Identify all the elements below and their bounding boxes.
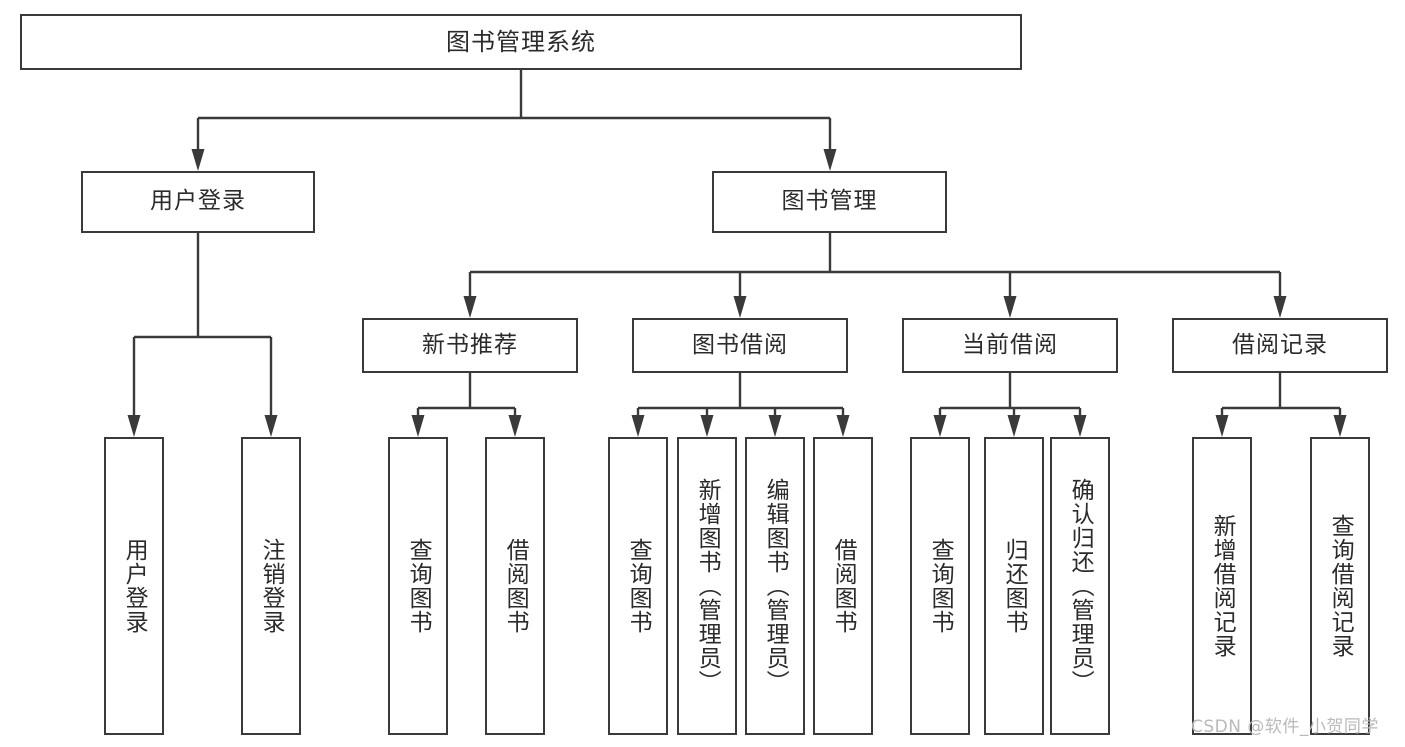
edge-arrowhead [463,296,477,318]
node-label-leaf-query-book-1: 查询图书 [405,538,432,634]
edge-arrowhead [823,149,837,171]
csdn-watermark: CSDN @软件_小贺同学 [1191,717,1379,737]
node-new-book-rec[interactable]: 新书推荐 [362,318,578,373]
node-leaf-query-book-1[interactable]: 查询图书 [388,437,448,735]
node-leaf-query-book-3[interactable]: 查询图书 [910,437,970,735]
edge-arrowhead [1215,415,1229,437]
edge-arrowhead [631,415,645,437]
node-leaf-user-logout[interactable]: 注销登录 [241,437,301,735]
node-label-leaf-edit-book: 编辑图书（管理员） [762,478,789,694]
node-label-leaf-user-logout: 注销登录 [258,538,285,634]
node-leaf-user-login[interactable]: 用户登录 [104,437,164,735]
node-leaf-return-book[interactable]: 归还图书 [984,437,1044,735]
node-user-login[interactable]: 用户登录 [81,171,315,233]
edge-arrowhead [127,415,141,437]
edge-group-new-book-rec [411,373,522,437]
node-label-book-borrow: 图书借阅 [692,331,788,358]
edge-arrowhead [933,415,947,437]
node-leaf-query-book-2[interactable]: 查询图书 [608,437,668,735]
edge-arrowhead [1333,415,1347,437]
node-label-leaf-query-record: 查询借阅记录 [1327,514,1354,658]
node-book-borrow[interactable]: 图书借阅 [632,318,848,373]
node-label-leaf-borrow-book-1: 借阅图书 [502,538,529,634]
node-borrow-record[interactable]: 借阅记录 [1172,318,1388,373]
node-current-borrow[interactable]: 当前借阅 [902,318,1118,373]
edge-group-book-manage [463,233,1287,318]
node-label-root: 图书管理系统 [446,27,596,56]
edge-arrowhead [264,415,278,437]
edge-arrowhead [508,415,522,437]
node-label-leaf-user-login: 用户登录 [121,538,148,634]
edge-arrowhead [1273,296,1287,318]
edge-group-current-borrow [933,373,1087,437]
node-root[interactable]: 图书管理系统 [20,14,1022,70]
node-book-manage[interactable]: 图书管理 [712,171,947,233]
edge-arrowhead [768,415,782,437]
node-leaf-add-record[interactable]: 新增借阅记录 [1192,437,1252,735]
edge-group-user-login [127,233,278,437]
edge-arrowhead [1003,296,1017,318]
edge-arrowhead [733,296,747,318]
edge-arrowhead [411,415,425,437]
node-leaf-add-book[interactable]: 新增图书（管理员） [677,437,737,735]
node-label-book-manage: 图书管理 [781,188,878,215]
node-label-leaf-add-record: 新增借阅记录 [1209,514,1236,658]
edge-group-borrow-record [1215,373,1347,437]
edge-arrowhead [836,415,850,437]
node-leaf-borrow-book-1[interactable]: 借阅图书 [485,437,545,735]
node-label-user-login: 用户登录 [150,188,246,215]
node-label-new-book-rec: 新书推荐 [422,331,518,358]
edge-arrowhead [191,149,205,171]
edge-arrowhead [1007,415,1021,437]
edge-arrowhead [1073,415,1087,437]
node-label-leaf-add-book: 新增图书（管理员） [694,478,721,694]
node-label-leaf-query-book-2: 查询图书 [625,538,652,634]
node-label-leaf-query-book-3: 查询图书 [927,538,954,634]
edge-group-root [191,70,837,171]
edge-arrowhead [700,415,714,437]
node-leaf-edit-book[interactable]: 编辑图书（管理员） [745,437,805,735]
node-label-leaf-borrow-book-2: 借阅图书 [830,538,857,634]
node-label-leaf-confirm-return: 确认归还（管理员） [1067,478,1094,694]
edge-group-book-borrow [631,373,850,437]
node-label-current-borrow: 当前借阅 [962,331,1058,358]
node-label-leaf-return-book: 归还图书 [1001,538,1028,634]
node-leaf-confirm-return[interactable]: 确认归还（管理员） [1050,437,1110,735]
node-label-borrow-record: 借阅记录 [1232,331,1328,358]
node-leaf-borrow-book-2[interactable]: 借阅图书 [813,437,873,735]
node-leaf-query-record[interactable]: 查询借阅记录 [1310,437,1370,735]
